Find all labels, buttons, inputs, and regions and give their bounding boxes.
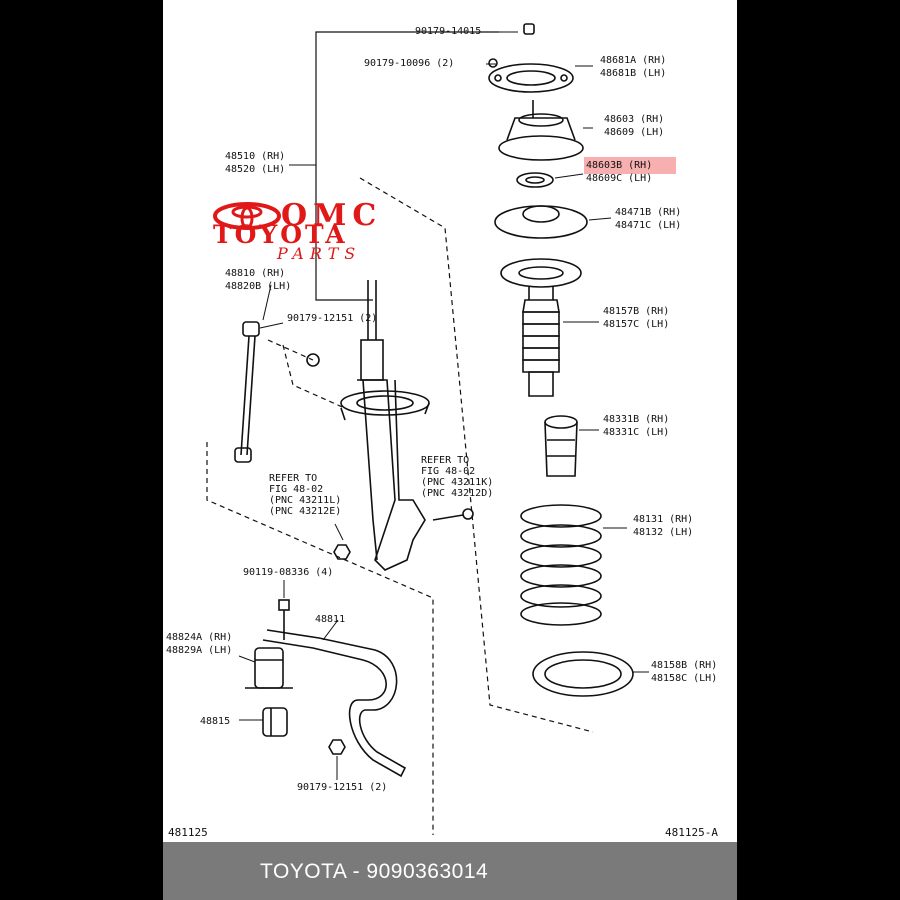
- label-90179-10096: 90179-10096 (2): [364, 58, 455, 69]
- label-48681B: 48681B (LH): [600, 68, 667, 79]
- label-48609C: 48609C (LH): [586, 173, 653, 184]
- label-48157C: 48157C (LH): [603, 319, 670, 330]
- highlight-48603B: [584, 157, 676, 174]
- label-48811: 48811: [315, 614, 346, 625]
- watermark-parts: PARTS: [277, 244, 362, 263]
- label-48131: 48131 (RH): [633, 514, 694, 525]
- label-48331C: 48331C (LH): [603, 427, 670, 438]
- diagram-code-right: 481125-A: [665, 826, 718, 839]
- refer2-line4: (PNC 43212D): [421, 488, 494, 499]
- watermark-omc: OMC: [281, 198, 383, 233]
- footer-caption-bar: TOYOTA - 9090363014: [163, 842, 737, 900]
- label-48603B: 48603B (RH): [586, 160, 653, 171]
- label-90179-14015: 90179-14015: [415, 26, 482, 37]
- refer1-line3: (PNC 43211L): [269, 495, 342, 506]
- diagram-code-left: 481125: [168, 826, 208, 839]
- label-90179-12151-top: 90179-12151 (2): [287, 313, 378, 324]
- refer2-line3: (PNC 43211K): [421, 477, 494, 488]
- label-48829A: 48829A (LH): [166, 645, 233, 656]
- label-48603: 48603 (RH): [604, 114, 665, 125]
- label-48471C: 48471C (LH): [615, 220, 682, 231]
- refer2-line1: REFER TO: [421, 455, 470, 466]
- label-48681A: 48681A (RH): [600, 55, 667, 66]
- refer1-line1: REFER TO: [269, 473, 318, 484]
- label-48520: 48520 (LH): [225, 164, 286, 175]
- label-48815: 48815: [200, 716, 231, 727]
- label-48820B: 48820B (LH): [225, 281, 292, 292]
- label-48810: 48810 (RH): [225, 268, 286, 279]
- refer2-line2: FIG 48-02: [421, 466, 476, 477]
- label-48157B: 48157B (RH): [603, 306, 670, 317]
- parts-diagram-sheet: OMC TOYOTA PARTS 90179-14015 90179-10096…: [163, 0, 737, 900]
- label-48609: 48609 (LH): [604, 127, 665, 138]
- label-48510: 48510 (RH): [225, 151, 286, 162]
- label-48132: 48132 (LH): [633, 527, 694, 538]
- label-48824A: 48824A (RH): [166, 632, 233, 643]
- refer1-line2: FIG 48-02: [269, 484, 324, 495]
- label-48158C: 48158C (LH): [651, 673, 718, 684]
- footer-caption: TOYOTA - 9090363014: [260, 860, 489, 883]
- label-90179-12151-bottom: 90179-12151 (2): [297, 782, 388, 793]
- label-48471B: 48471B (RH): [615, 207, 682, 218]
- watermark-toyota: TOYOTA: [213, 220, 348, 249]
- refer1-line4: (PNC 43212E): [269, 506, 342, 517]
- toyota-emblem-icon: [213, 202, 281, 230]
- diagram-drawing: [206, 23, 649, 835]
- label-90119-08336: 90119-08336 (4): [243, 567, 334, 578]
- label-48158B: 48158B (RH): [651, 660, 718, 671]
- label-48331B: 48331B (RH): [603, 414, 670, 425]
